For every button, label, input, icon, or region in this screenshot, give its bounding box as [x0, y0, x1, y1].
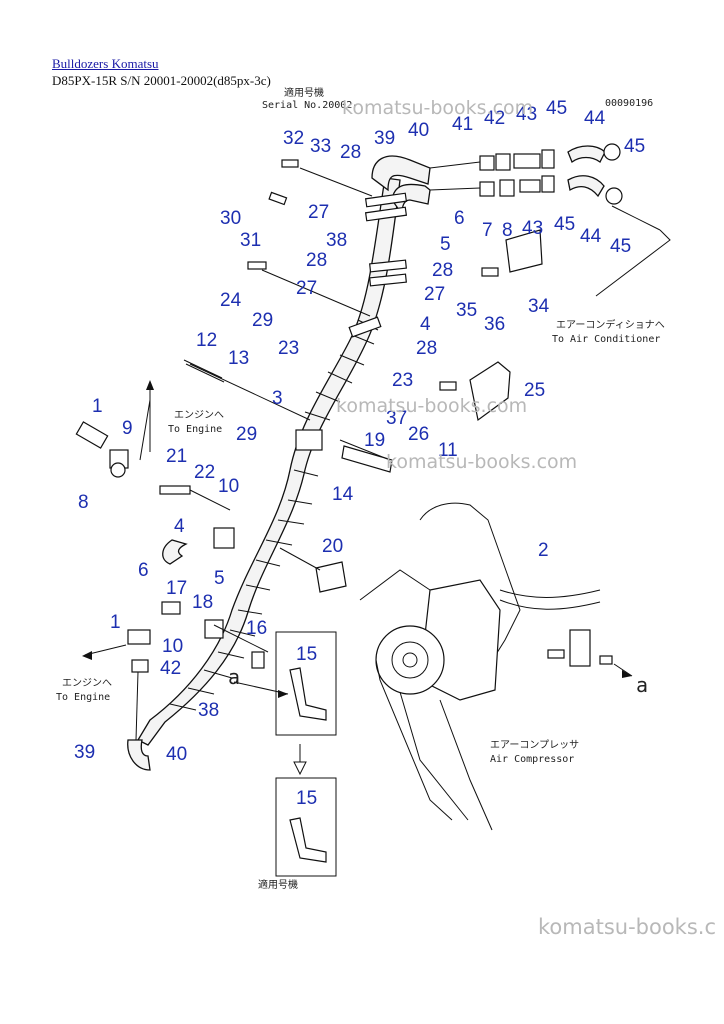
- callout-5: 5: [440, 234, 451, 255]
- to-air-conditioner-label: To Air Conditioner: [552, 334, 660, 345]
- watermark-4: komatsu-books.c: [538, 915, 716, 939]
- callout-16: 16: [246, 618, 267, 639]
- bottom-note-jp: 適用号機: [258, 878, 298, 891]
- callout-17: 17: [166, 578, 187, 599]
- callout-8: 8: [502, 220, 513, 241]
- callout-6: 6: [454, 208, 465, 229]
- callout-37: 37: [386, 408, 407, 429]
- callout-11: 19: [364, 430, 385, 451]
- callout-18: 18: [192, 592, 213, 613]
- callout-34: 34: [528, 296, 550, 317]
- callout-30: 30: [220, 208, 241, 229]
- air-compressor-jp: エアーコンプレッサ: [490, 739, 579, 751]
- callout-29: 29: [252, 310, 273, 331]
- callout-33: 33: [310, 136, 331, 157]
- callout-15: 15: [296, 788, 317, 809]
- callout-23: 23: [278, 338, 299, 359]
- callout-6: 6: [138, 560, 149, 581]
- callout-7: 7: [482, 220, 493, 241]
- callout-23: 23: [392, 370, 413, 391]
- callout-39: 39: [74, 742, 95, 763]
- callout-27: 27: [424, 284, 445, 305]
- callout-1: 1: [110, 612, 121, 633]
- drawing-code: 00090196: [605, 98, 653, 109]
- to-engine-label-2: To Engine: [56, 692, 110, 703]
- callout-38: 38: [326, 230, 347, 251]
- callout-44: 44: [580, 226, 602, 247]
- callout-27: 27: [308, 202, 329, 223]
- callout-42: 42: [484, 108, 505, 129]
- callout-19: 29: [236, 424, 257, 445]
- callout-25: 25: [524, 380, 545, 401]
- callout-20: 20: [322, 536, 343, 557]
- detail-marker-a-compressor: a: [636, 673, 648, 697]
- to-engine-jp-1: エンジンへ: [174, 410, 224, 421]
- model-serial-title: D85PX-15R S/N 20001-20002(d85px-3c): [52, 73, 271, 88]
- callout-40: 40: [408, 120, 429, 141]
- to-air-conditioner-jp: エアーコンディショナへ: [556, 318, 665, 331]
- watermark-3: komatsu-books.com: [386, 451, 577, 473]
- callout-45: 45: [554, 214, 575, 235]
- callout-9: 9: [122, 418, 133, 439]
- callout-45: 45: [624, 136, 645, 157]
- callout-45: 45: [546, 98, 567, 119]
- callout-2: 2: [538, 540, 549, 561]
- callout-1: 1: [92, 396, 103, 417]
- callout-36: 36: [484, 314, 505, 335]
- air-compressor-label: Air Compressor: [490, 754, 574, 765]
- serial-jp-label: 適用号機: [284, 86, 324, 99]
- callout-12: 12: [196, 330, 217, 351]
- to-engine-label-1: To Engine: [168, 424, 222, 435]
- callout-22: 22: [194, 462, 215, 483]
- callout-35: 35: [456, 300, 477, 321]
- callout-10: 10: [218, 476, 239, 497]
- callout-45: 45: [610, 236, 631, 257]
- callout-4: 4: [174, 516, 185, 537]
- callout-42: 42: [160, 658, 181, 679]
- callout-31: 31: [240, 230, 261, 251]
- callout-4: 4: [420, 314, 431, 335]
- to-engine-jp-2: エンジンへ: [62, 678, 112, 689]
- callout-28: 28: [306, 250, 327, 271]
- callout-26: 26: [408, 424, 429, 445]
- callout-32: 32: [283, 128, 304, 149]
- callout-29: 11: [438, 440, 458, 461]
- detail-marker-a: a: [228, 665, 240, 689]
- callout-24: 24: [220, 290, 242, 311]
- callout-43: 43: [522, 218, 543, 239]
- callout-3: 3: [272, 388, 283, 409]
- callout-28: 28: [416, 338, 437, 359]
- callout-41: 41: [452, 114, 473, 135]
- callout-44: 44: [584, 108, 606, 129]
- callout-28: 28: [340, 142, 361, 163]
- serial-number-label: Serial No.20002-: [262, 100, 358, 111]
- callout-15: 15: [296, 644, 317, 665]
- callout-27: 27: [296, 278, 317, 299]
- watermark-2: komatsu-books.com: [336, 395, 527, 417]
- callout-39: 39: [374, 128, 395, 149]
- callout-28: 28: [432, 260, 453, 281]
- callout-38: 38: [198, 700, 219, 721]
- callout-8: 8: [78, 492, 89, 513]
- callout-40: 40: [166, 744, 187, 765]
- callout-10: 10: [162, 636, 183, 657]
- callout-labels: 32 33 28 39 40 41 42 43 45 44 45 30 27 6…: [74, 98, 645, 809]
- callout-43: 43: [516, 104, 537, 125]
- bulldozers-komatsu-link[interactable]: Bulldozers Komatsu: [52, 56, 159, 71]
- callout-5: 5: [214, 568, 225, 589]
- callout-14: 14: [332, 484, 354, 505]
- drawing-linework: [75, 143, 671, 877]
- callout-21: 21: [166, 446, 187, 467]
- watermark-1: komatsu-books.com: [342, 97, 533, 119]
- callout-13: 13: [228, 348, 249, 369]
